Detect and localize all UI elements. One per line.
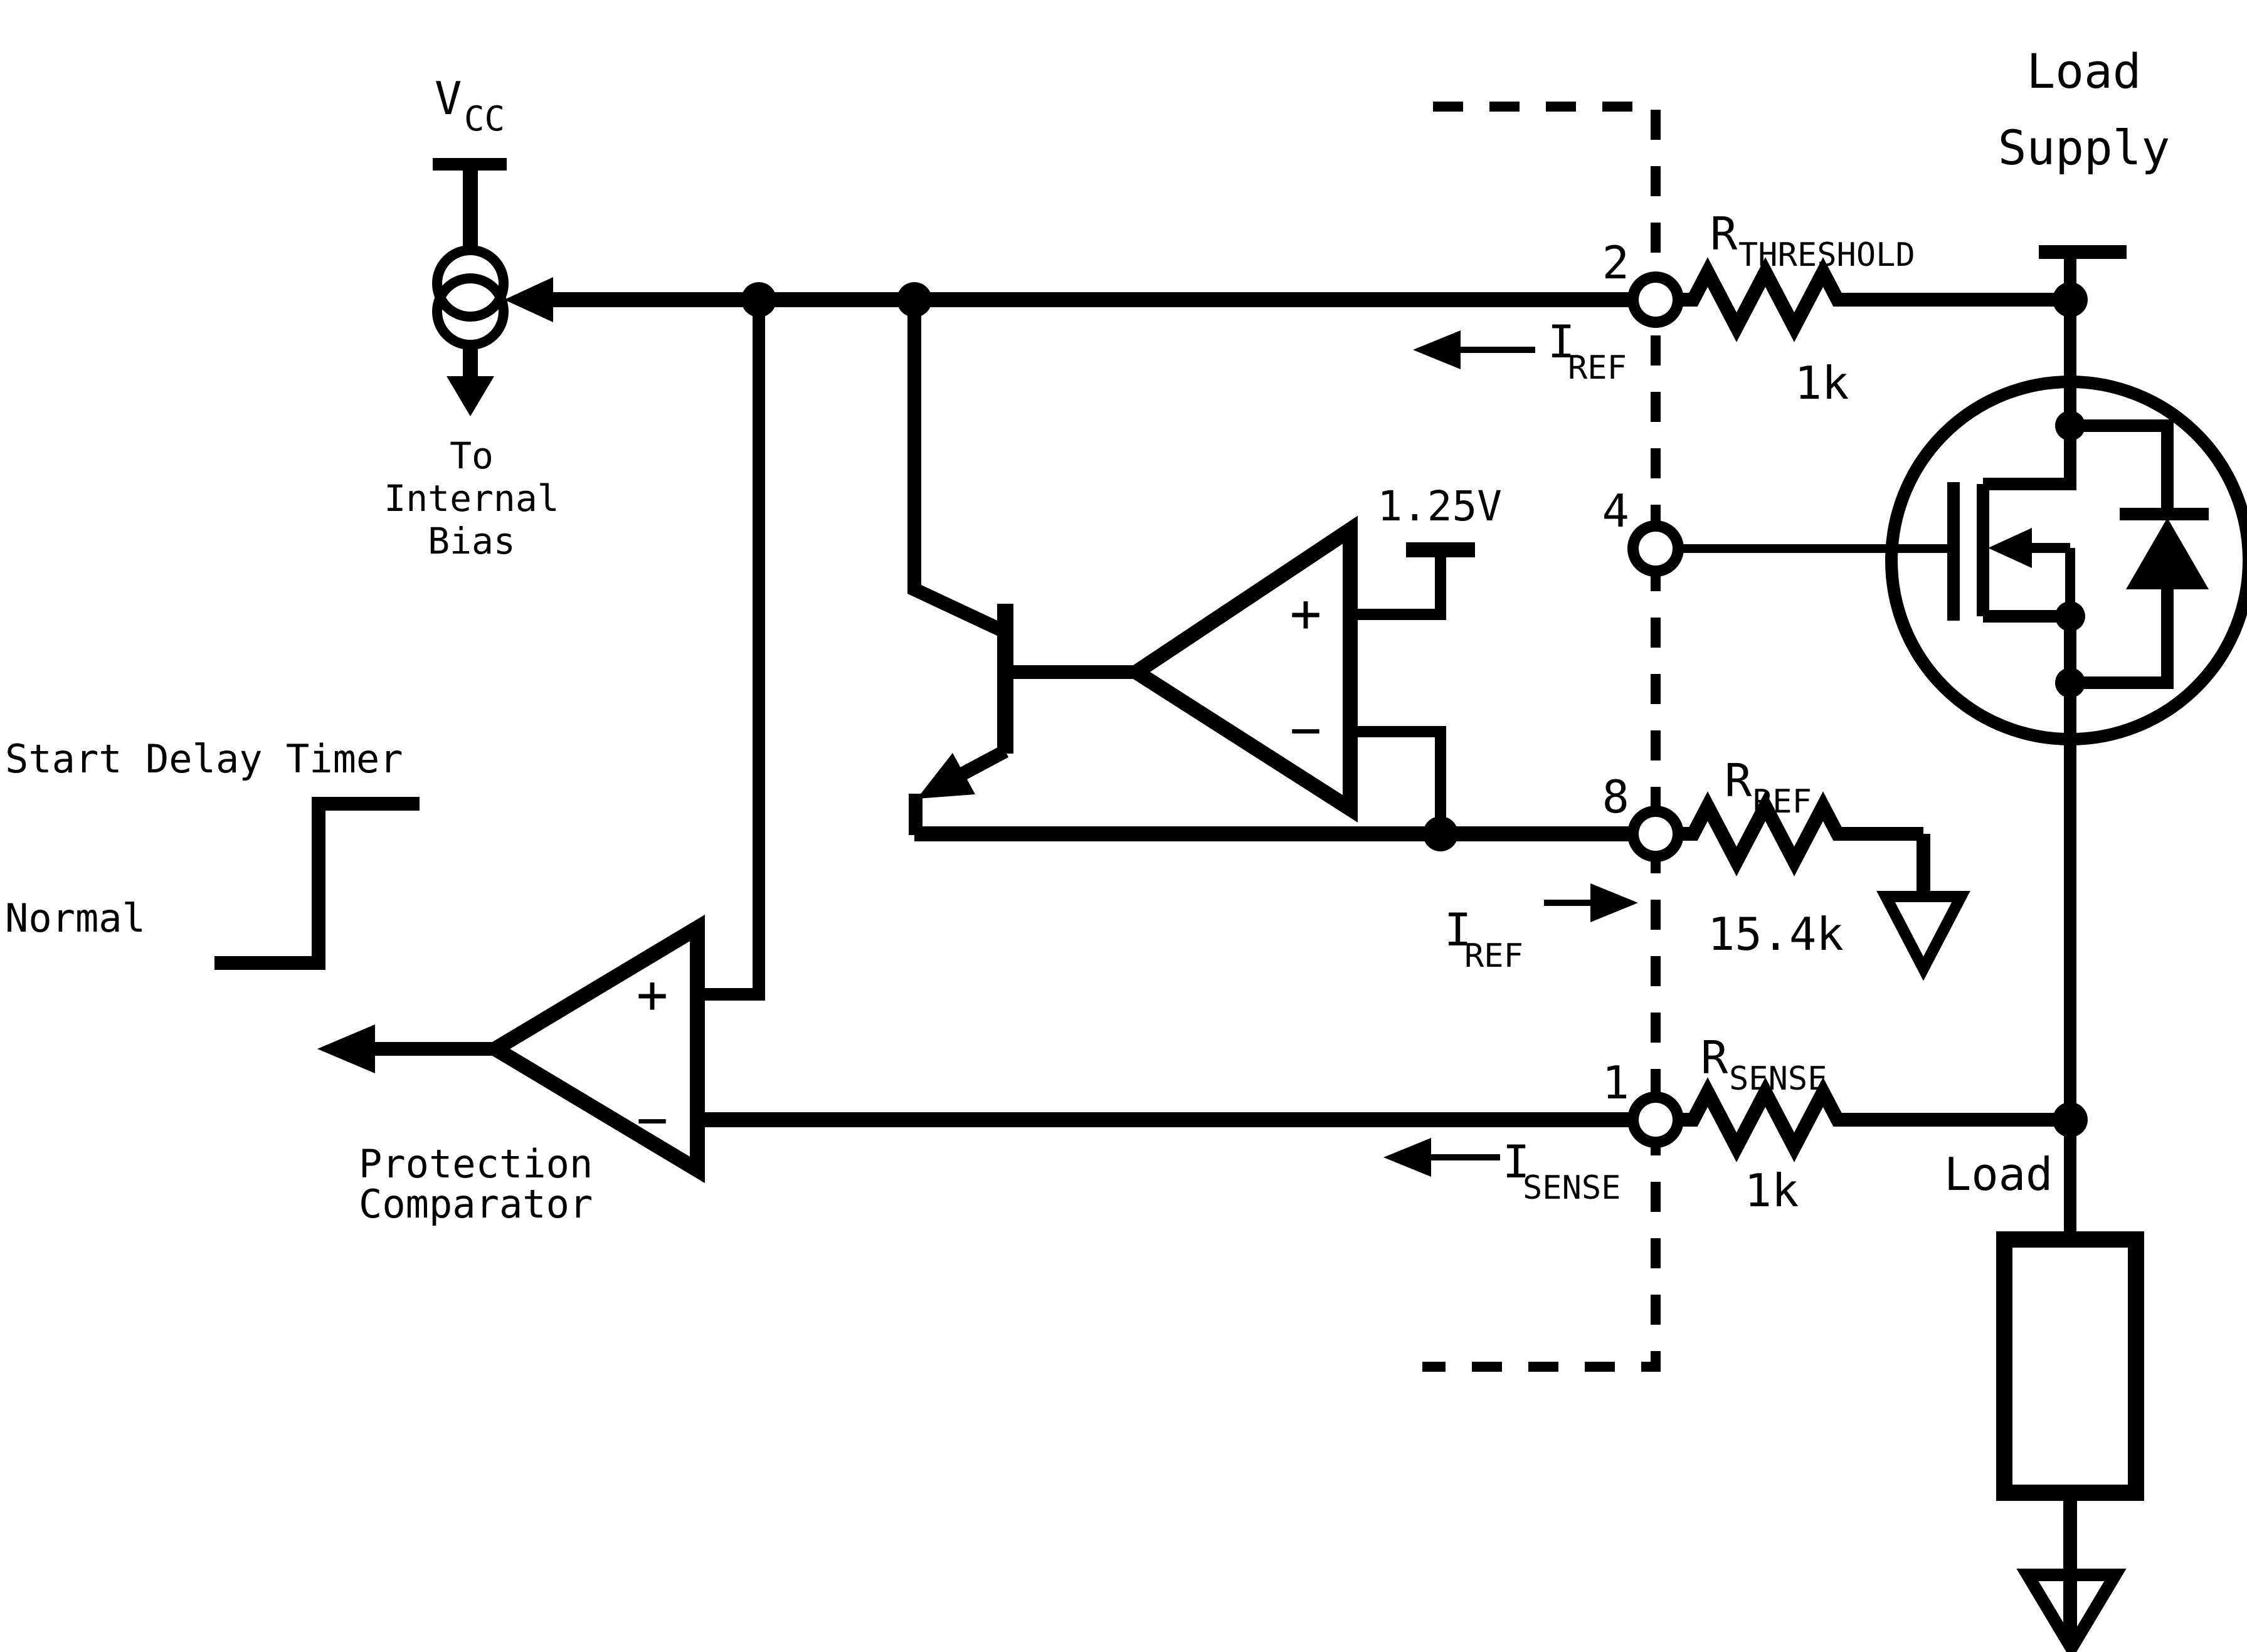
pin1-number: 1 [1602, 1056, 1629, 1109]
comparator-minus-sign: − [637, 1089, 669, 1150]
comparator-plus-wire [699, 300, 765, 1001]
mosfet-diode-bottom-branch [2070, 589, 2174, 689]
iref-mid-label: I [1444, 903, 1471, 956]
transistor-emitter-arrowhead-icon [917, 753, 975, 799]
comparator-plus-sign: + [637, 964, 669, 1025]
junction-dot [2053, 282, 2088, 317]
rail-arrowhead-icon [504, 277, 553, 322]
current-source-icon [432, 245, 509, 322]
load-ground-icon [2016, 1569, 2127, 1652]
vcc-label: V [435, 72, 462, 125]
bias-arrowhead-icon [447, 376, 494, 416]
load-supply-label-line1: Load [2026, 43, 2141, 99]
resistor-sense-icon [1679, 1077, 2070, 1162]
start-delay-step-waveform-icon [214, 797, 420, 970]
resistor-sense-label: R [1701, 1031, 1728, 1084]
mosfet-body-diode-icon [2126, 518, 2209, 589]
comparator-name-line1: Protection [359, 1141, 593, 1187]
junction-dot [2053, 1102, 2088, 1137]
pin4-number: 4 [1602, 485, 1629, 537]
protection-comparator-triangle [480, 914, 705, 1184]
comparator-output-arrowhead-icon [317, 1024, 375, 1073]
transistor-collector-wire [907, 300, 1008, 638]
junction-dot [897, 282, 932, 317]
load-label: Load [1944, 1148, 2053, 1201]
isense-label: I [1503, 1135, 1530, 1188]
junction-dot [1423, 816, 1458, 851]
amp-plus-sign: + [1290, 582, 1322, 644]
iref-top-arrowhead-icon [1413, 330, 1461, 369]
ref-ground-icon [1876, 891, 1970, 981]
iref-mid-arrowhead-icon [1590, 883, 1638, 922]
ic-boundary-dashed-line [1422, 102, 1661, 1372]
start-delay-timer-label: Start Delay Timer [5, 736, 403, 782]
iref-top-subscript: REF [1568, 349, 1627, 387]
amp-minus-feedback-wire [1350, 726, 1446, 834]
resistor-threshold-subscript: THRESHOLD [1738, 236, 1915, 274]
junction-dot [741, 282, 776, 317]
bias-label-line1: To [450, 434, 494, 477]
bias-label-line2: Internal [384, 477, 559, 520]
pin2-terminal [1627, 271, 1684, 328]
reference-amp-triangle [1123, 515, 1358, 823]
junction-dot [2055, 668, 2085, 698]
amp-plus-input-wire [1350, 550, 1446, 620]
mosfet-diode-top-branch [2070, 419, 2174, 515]
iref-mid-subscript: REF [1464, 937, 1523, 975]
iref-top-label: I [1548, 315, 1575, 368]
vcc-label-subscript: CC [464, 99, 505, 139]
resistor-threshold-label: R [1710, 208, 1738, 260]
pin2-number: 2 [1602, 236, 1629, 289]
resistor-sense-value: 1k [1745, 1164, 1799, 1217]
resistor-threshold-value: 1k [1795, 357, 1849, 409]
reference-voltage-label: 1.25V [1377, 482, 1502, 530]
resistor-ref-value: 15.4k [1708, 908, 1844, 960]
junction-dot [2055, 411, 2085, 441]
load-box [1996, 1231, 2144, 1501]
mosfet-substrate-arrowhead-icon [1988, 528, 2032, 568]
load-supply-label-line2: Supply [1998, 120, 2170, 176]
bias-label-line3: Bias [428, 520, 515, 562]
pin4-terminal [1627, 520, 1684, 577]
resistor-ref-label: R [1725, 754, 1752, 807]
resistor-threshold-icon [1679, 257, 2070, 342]
pin8-terminal [1627, 806, 1684, 862]
normal-label: Normal [5, 895, 145, 941]
amp-minus-sign: − [1290, 699, 1322, 760]
pin1-terminal [1627, 1092, 1684, 1148]
resistor-ref-subscript: REF [1753, 783, 1812, 821]
isense-arrowhead-icon [1383, 1138, 1431, 1177]
isense-subscript: SENSE [1523, 1169, 1621, 1207]
junction-dot [2055, 601, 2085, 631]
resistor-sense-subscript: SENSE [1729, 1060, 1827, 1098]
pin8-number: 8 [1602, 771, 1629, 823]
transistor-emitter-lead [954, 745, 1009, 782]
resistor-ref-icon [1679, 791, 1923, 876]
comparator-name-line2: Comparator [359, 1181, 593, 1227]
